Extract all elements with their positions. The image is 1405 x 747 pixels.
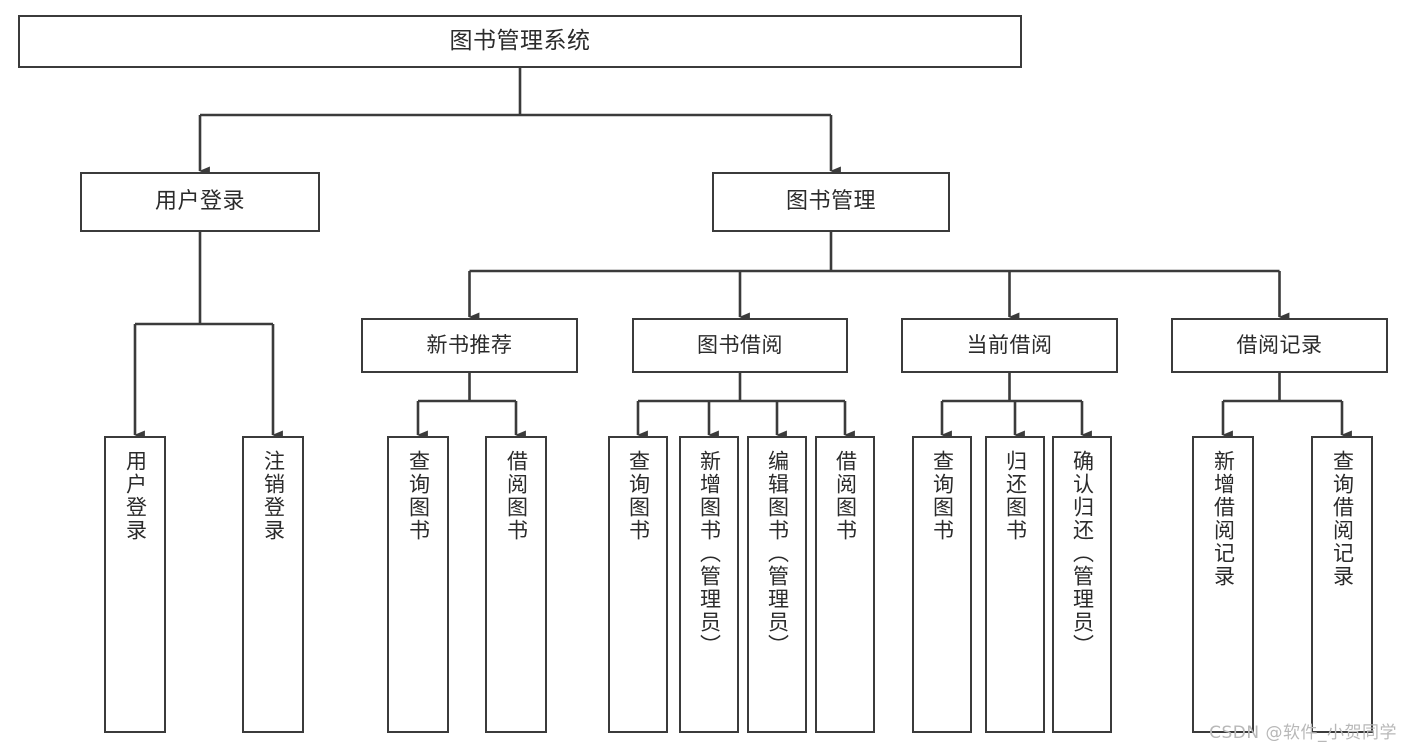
node-label: 借阅图书 bbox=[833, 450, 858, 542]
node-leaf-4[interactable]: 借阅图书 bbox=[485, 436, 547, 733]
node-label: 确认归还（管理员） bbox=[1070, 450, 1095, 657]
node-label: 用户登录 bbox=[123, 450, 148, 542]
node-root[interactable]: 图书管理系统 bbox=[18, 15, 1022, 68]
node-leaf-11[interactable]: 确认归还（管理员） bbox=[1052, 436, 1112, 733]
node-label: 编辑图书（管理员） bbox=[765, 450, 790, 657]
node-label: 图书借阅 bbox=[697, 333, 783, 358]
node-leaf-9[interactable]: 查询图书 bbox=[912, 436, 972, 733]
node-leaf-2[interactable]: 注销登录 bbox=[242, 436, 304, 733]
node-label: 查询图书 bbox=[626, 450, 651, 542]
connector-edges bbox=[133, 68, 1352, 440]
node-label: 查询借阅记录 bbox=[1330, 450, 1355, 588]
node-label: 用户登录 bbox=[154, 189, 245, 215]
node-label: 归还图书 bbox=[1003, 450, 1028, 542]
node-label: 当前借阅 bbox=[966, 333, 1053, 358]
node-label: 新增图书（管理员） bbox=[697, 450, 722, 657]
node-label: 新增借阅记录 bbox=[1211, 450, 1236, 588]
node-current[interactable]: 当前借阅 bbox=[901, 318, 1118, 373]
node-leaf-5[interactable]: 查询图书 bbox=[608, 436, 668, 733]
node-new-rec[interactable]: 新书推荐 bbox=[361, 318, 578, 373]
node-label: 查询图书 bbox=[406, 450, 431, 542]
node-leaf-8[interactable]: 借阅图书 bbox=[815, 436, 875, 733]
node-label: 图书管理系统 bbox=[449, 27, 591, 54]
node-label: 注销登录 bbox=[261, 450, 286, 542]
node-leaf-6[interactable]: 新增图书（管理员） bbox=[679, 436, 739, 733]
node-leaf-1[interactable]: 用户登录 bbox=[104, 436, 166, 733]
node-label: 查询图书 bbox=[930, 450, 955, 542]
node-leaf-13[interactable]: 查询借阅记录 bbox=[1311, 436, 1373, 733]
node-login[interactable]: 用户登录 bbox=[80, 172, 320, 232]
node-records[interactable]: 借阅记录 bbox=[1171, 318, 1388, 373]
node-borrow[interactable]: 图书借阅 bbox=[632, 318, 848, 373]
node-leaf-3[interactable]: 查询图书 bbox=[387, 436, 449, 733]
node-label: 图书管理 bbox=[785, 189, 876, 215]
node-leaf-10[interactable]: 归还图书 bbox=[985, 436, 1045, 733]
node-label: 借阅图书 bbox=[504, 450, 529, 542]
node-label: 新书推荐 bbox=[426, 333, 513, 358]
node-book-mgmt[interactable]: 图书管理 bbox=[712, 172, 950, 232]
node-leaf-12[interactable]: 新增借阅记录 bbox=[1192, 436, 1254, 733]
node-label: 借阅记录 bbox=[1236, 333, 1323, 358]
watermark-text: CSDN @软件_小贺同学 bbox=[1209, 723, 1397, 743]
node-leaf-7[interactable]: 编辑图书（管理员） bbox=[747, 436, 807, 733]
